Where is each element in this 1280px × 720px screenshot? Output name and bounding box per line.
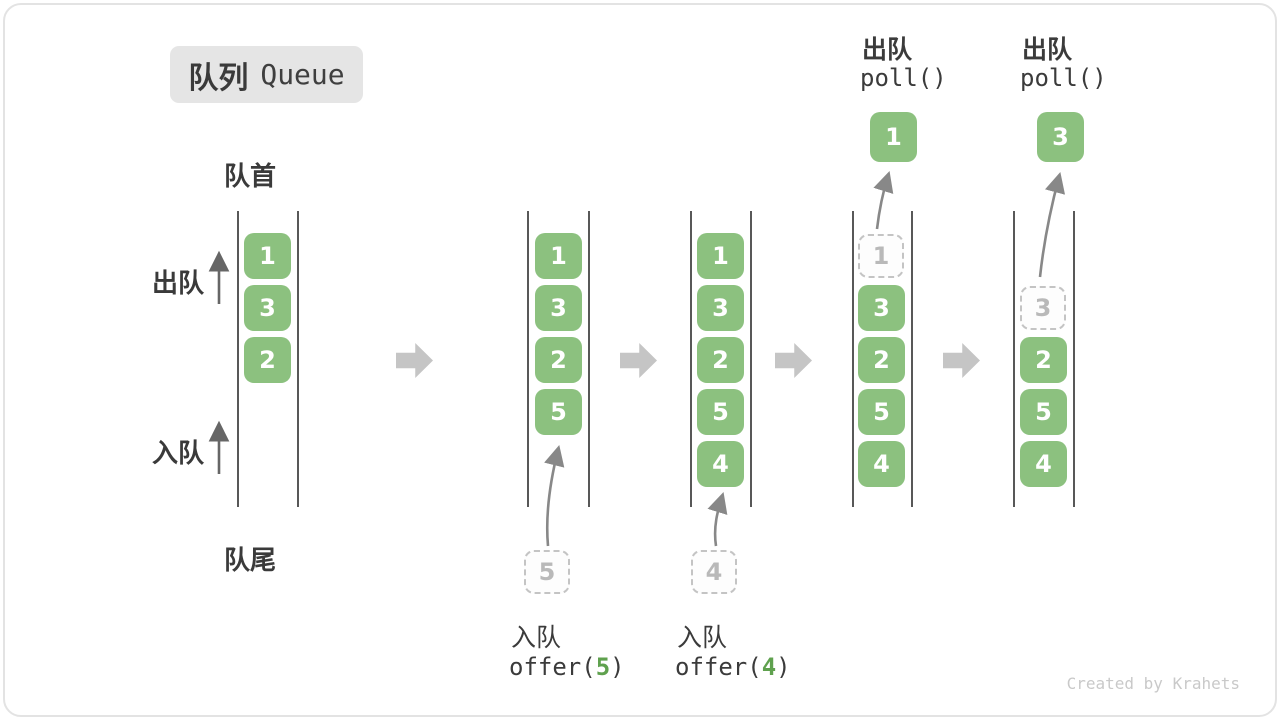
dequeued-element: 3 [1037,112,1084,162]
code-arg: 4 [761,653,777,681]
next-state-arrow-icon [620,343,657,378]
queue-wall [852,211,854,507]
queue-rear-label: 队尾 [223,546,276,576]
incoming-element-ghost: 5 [524,550,570,594]
dequeue-op-code: poll() [1020,64,1107,92]
dequeue-op-label: 出队 [1022,35,1073,64]
queue-wall [1013,211,1015,507]
queue-element: 3 [244,285,291,331]
queue-wall [690,211,692,507]
queue-wall [237,211,239,507]
queue-front-label: 队首 [223,162,276,192]
queue-element: 3 [535,285,582,331]
queue-element: 2 [535,337,582,383]
queue-element: 2 [1020,337,1067,383]
queue-element: 3 [697,285,744,331]
title-box: 队列 Queue [170,46,363,103]
enqueue-motion-arrow-icon [707,492,728,547]
dequeue-op-code: poll() [860,64,947,92]
next-state-arrow-icon [943,343,980,378]
queue-element: 5 [535,389,582,435]
queue-wall [1073,211,1075,507]
enqueue-side-label: 入队 [152,439,205,469]
queue-element: 5 [858,389,905,435]
queue-element: 5 [1020,389,1067,435]
enqueue-motion-arrow-icon [544,444,565,547]
queue-element: 4 [858,441,905,487]
queue-element: 2 [244,337,291,383]
removed-element-ghost: 1 [858,234,904,278]
queue-wall [911,211,913,507]
dequeued-element: 1 [870,112,917,162]
queue-element: 4 [697,441,744,487]
incoming-element-ghost: 4 [691,550,737,594]
queue-element: 1 [535,233,582,279]
queue-element: 4 [1020,441,1067,487]
code-text: ) [610,653,625,681]
dequeue-side-label: 出队 [152,269,205,299]
queue-wall [527,211,529,507]
code-text: offer( [675,653,762,681]
title-zh: 队列 [188,60,249,96]
queue-element: 1 [244,233,291,279]
watermark: Created by Krahets [1066,674,1240,693]
removed-element-ghost: 3 [1020,286,1066,330]
queue-element: 2 [697,337,744,383]
next-state-arrow-icon [775,343,812,378]
dequeue-motion-arrow-icon [1038,171,1066,278]
enqueue-op-label: 入队 [511,623,562,652]
queue-element: 5 [697,389,744,435]
dequeue-motion-arrow-icon [873,171,894,230]
code-text: ) [776,653,791,681]
queue-wall [588,211,590,507]
queue-wall [750,211,752,507]
queue-element: 1 [697,233,744,279]
title-en: Queue [260,58,345,91]
next-state-arrow-icon [396,343,433,378]
queue-element: 2 [858,337,905,383]
queue-element: 3 [858,285,905,331]
enqueue-op-label: 入队 [677,623,728,652]
code-text: offer( [509,653,596,681]
enqueue-op-code: offer(4) [675,653,791,681]
dequeue-op-label: 出队 [862,35,913,64]
code-arg: 5 [595,653,611,681]
enqueue-op-code: offer(5) [509,653,625,681]
queue-wall [297,211,299,507]
